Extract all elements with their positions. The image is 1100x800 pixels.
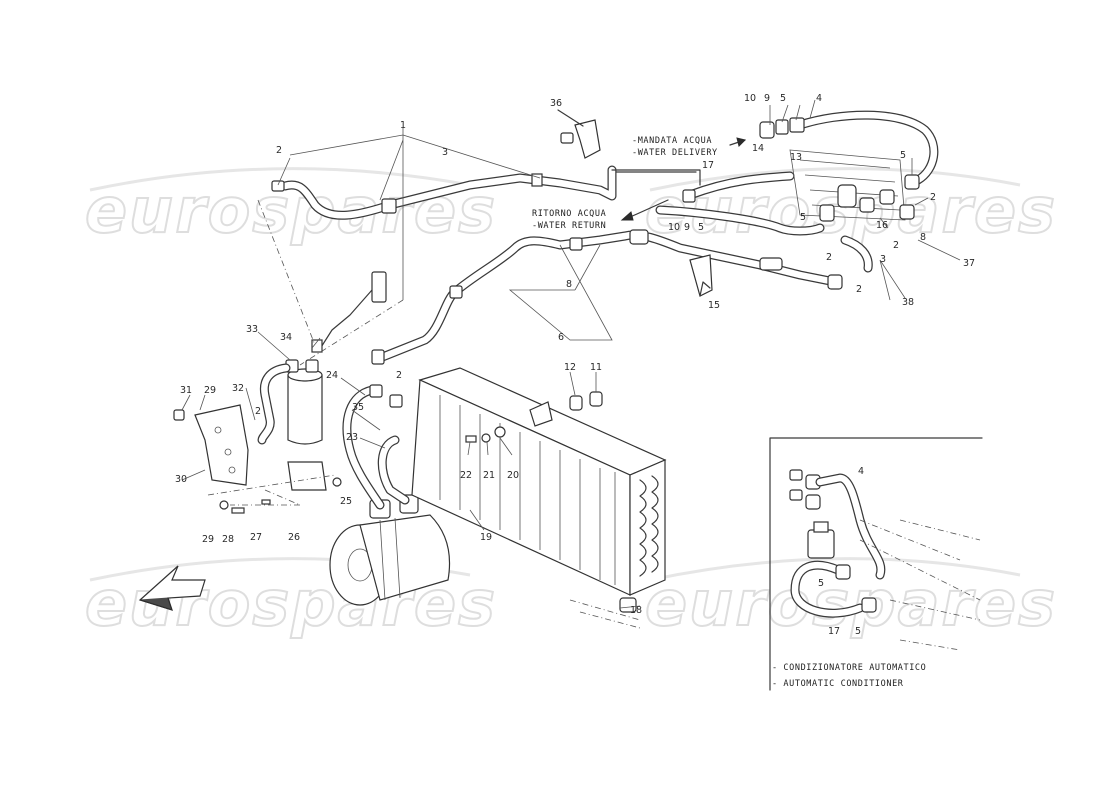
callout-5: 5: [900, 150, 906, 161]
callout-5: 5: [698, 222, 704, 233]
callout-29: 29: [202, 534, 214, 545]
callout-31: 31: [180, 385, 192, 396]
inset-automatic-conditioner: 4 5 5 17 - CONDIZIONATORE AUTOMATICO - A…: [769, 437, 983, 691]
callout-20: 20: [507, 470, 519, 481]
water-pipes: [620, 110, 939, 236]
callout-2: 2: [276, 145, 282, 156]
callout-9: 9: [684, 222, 690, 233]
callout-4: 4: [816, 93, 822, 104]
callout-2: 2: [255, 406, 261, 417]
compressor: [329, 494, 451, 606]
fasteners: [219, 426, 506, 514]
water-annotations: -MANDATA ACQUA -WATER DELIVERY RITORNO A…: [532, 136, 718, 231]
callout-6: 6: [558, 332, 564, 343]
callout-1: 1: [400, 120, 406, 131]
callout-24: 24: [326, 370, 338, 381]
water-delivery-label-en: -WATER DELIVERY: [632, 148, 718, 158]
callout-2: 2: [396, 370, 402, 381]
compressor-hoses: [342, 384, 410, 510]
fitting-2: [271, 180, 285, 192]
callout-35: 35: [352, 402, 364, 413]
callout-5: 5: [800, 212, 806, 223]
receiver-dryer: [257, 271, 387, 491]
callout-17: 17: [702, 160, 714, 171]
hose-sleeve: [381, 198, 397, 214]
bracket-36: [557, 109, 601, 159]
callout-8: 8: [920, 232, 926, 243]
inset-caption-en: - AUTOMATIC CONDITIONER: [772, 679, 904, 689]
callout-2: 2: [826, 252, 832, 263]
callout-9: 9: [764, 93, 770, 104]
callout-12: 12: [564, 362, 576, 373]
callout-37: 37: [963, 258, 975, 269]
inset-callout-5: 5: [818, 578, 824, 589]
callout-19: 19: [480, 532, 492, 543]
callout-10: 10: [668, 222, 680, 233]
callout-labels: 1 2 3 36 10 9 5 4 14 13 17 5 10 9 5 2 16…: [175, 93, 975, 616]
callout-32: 32: [232, 383, 244, 394]
water-return-label-it: RITORNO ACQUA: [532, 209, 606, 219]
main-refrigerant-line: [371, 229, 873, 365]
callout-15: 15: [708, 300, 720, 311]
upper-refrigerant-line: [271, 165, 701, 220]
callout-2: 2: [930, 192, 936, 203]
callout-23: 23: [346, 432, 358, 443]
callout-18: 18: [630, 605, 642, 616]
watermark-bottom-right: eurospares: [645, 567, 1057, 640]
inset-callout-17: 17: [828, 626, 840, 637]
inset-callout-5: 5: [855, 626, 861, 637]
callout-38: 38: [902, 297, 914, 308]
callout-34: 34: [280, 332, 292, 343]
water-return-label-en: -WATER RETURN: [532, 221, 606, 231]
callout-21: 21: [483, 470, 495, 481]
callout-10: 10: [744, 93, 756, 104]
callout-13: 13: [790, 152, 802, 163]
callout-26: 26: [288, 532, 300, 543]
callout-2: 2: [856, 284, 862, 295]
front-direction-arrow: [138, 565, 206, 611]
water-delivery-label-it: -MANDATA ACQUA: [632, 136, 712, 146]
leader-lines: [181, 99, 961, 609]
callout-5: 5: [780, 93, 786, 104]
callout-27: 27: [250, 532, 262, 543]
condenser-19: [411, 367, 667, 629]
callout-29: 29: [204, 385, 216, 396]
callout-11: 11: [590, 362, 602, 373]
callout-36: 36: [550, 98, 562, 109]
inset-caption-it: - CONDIZIONATORE AUTOMATICO: [772, 663, 926, 673]
hose-clamp: [531, 173, 543, 187]
callout-22: 22: [460, 470, 472, 481]
callout-16: 16: [876, 220, 888, 231]
callout-3: 3: [880, 254, 886, 265]
callout-8: 8: [566, 279, 572, 290]
callout-33: 33: [246, 324, 258, 335]
callout-14: 14: [752, 143, 764, 154]
callout-30: 30: [175, 474, 187, 485]
callout-28: 28: [222, 534, 234, 545]
inset-callout-4: 4: [858, 466, 864, 477]
callout-25: 25: [340, 496, 352, 507]
bracket-30: [173, 404, 249, 486]
callout-3: 3: [442, 147, 448, 158]
callout-2: 2: [893, 240, 899, 251]
